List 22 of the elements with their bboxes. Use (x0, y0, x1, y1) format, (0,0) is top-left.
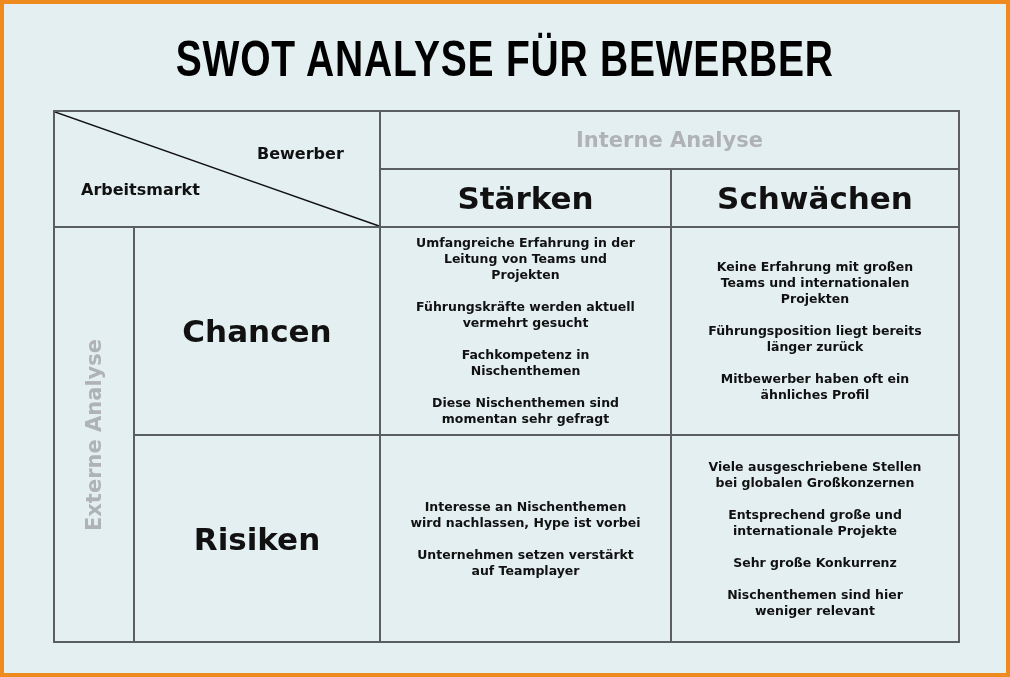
header-label: Interne Analyse (576, 128, 763, 152)
header-label: Stärken (457, 180, 594, 216)
cell-text: Führungskräfte werden aktuell vermehrt gesucht (415, 299, 636, 331)
cell-text: Keine Erfahrung mit großen Teams und internationalen Projekten (715, 259, 915, 307)
header-label: Risiken (193, 520, 321, 557)
title: SWOT ANALYSE FÜR BEWERBER (176, 30, 834, 88)
cell-text: Sehr große Konkurrenz (733, 554, 897, 571)
cell-text: Diese Nischenthemen sind momentan sehr gefragt (431, 395, 620, 427)
cell-text: Mitbewerber haben oft ein ähnliches Profil (719, 371, 911, 403)
cell-text: Fachkompetenz in Nischenthemen (460, 347, 591, 379)
header-label: Schwächen (717, 180, 913, 216)
cell-text: Umfangreiche Erfahrung in der Leitung von Teams und Projekten (415, 235, 636, 283)
header-label: Chancen (182, 313, 332, 349)
cell-text: Viele ausgeschriebene Stellen bei globalen Großkonzernen (707, 458, 923, 491)
header-label: Arbeitsmarkt (81, 180, 200, 199)
header-label: Bewerber (257, 144, 344, 163)
cell-text: Führungsposition liegt bereits länger zurück (707, 323, 923, 355)
header-label: Externe Analyse (82, 338, 106, 531)
cell-text: Interesse an Nischenthemen wird nachlassen, Hype ist vorbei (409, 498, 642, 531)
cell-text: Nischenthemen sind hier weniger relevant (726, 586, 904, 619)
cell-text: Entsprechend große und internationale Projekte (727, 506, 903, 539)
cell-text: Unternehmen setzen verstärkt auf Teamplayer (416, 546, 635, 579)
